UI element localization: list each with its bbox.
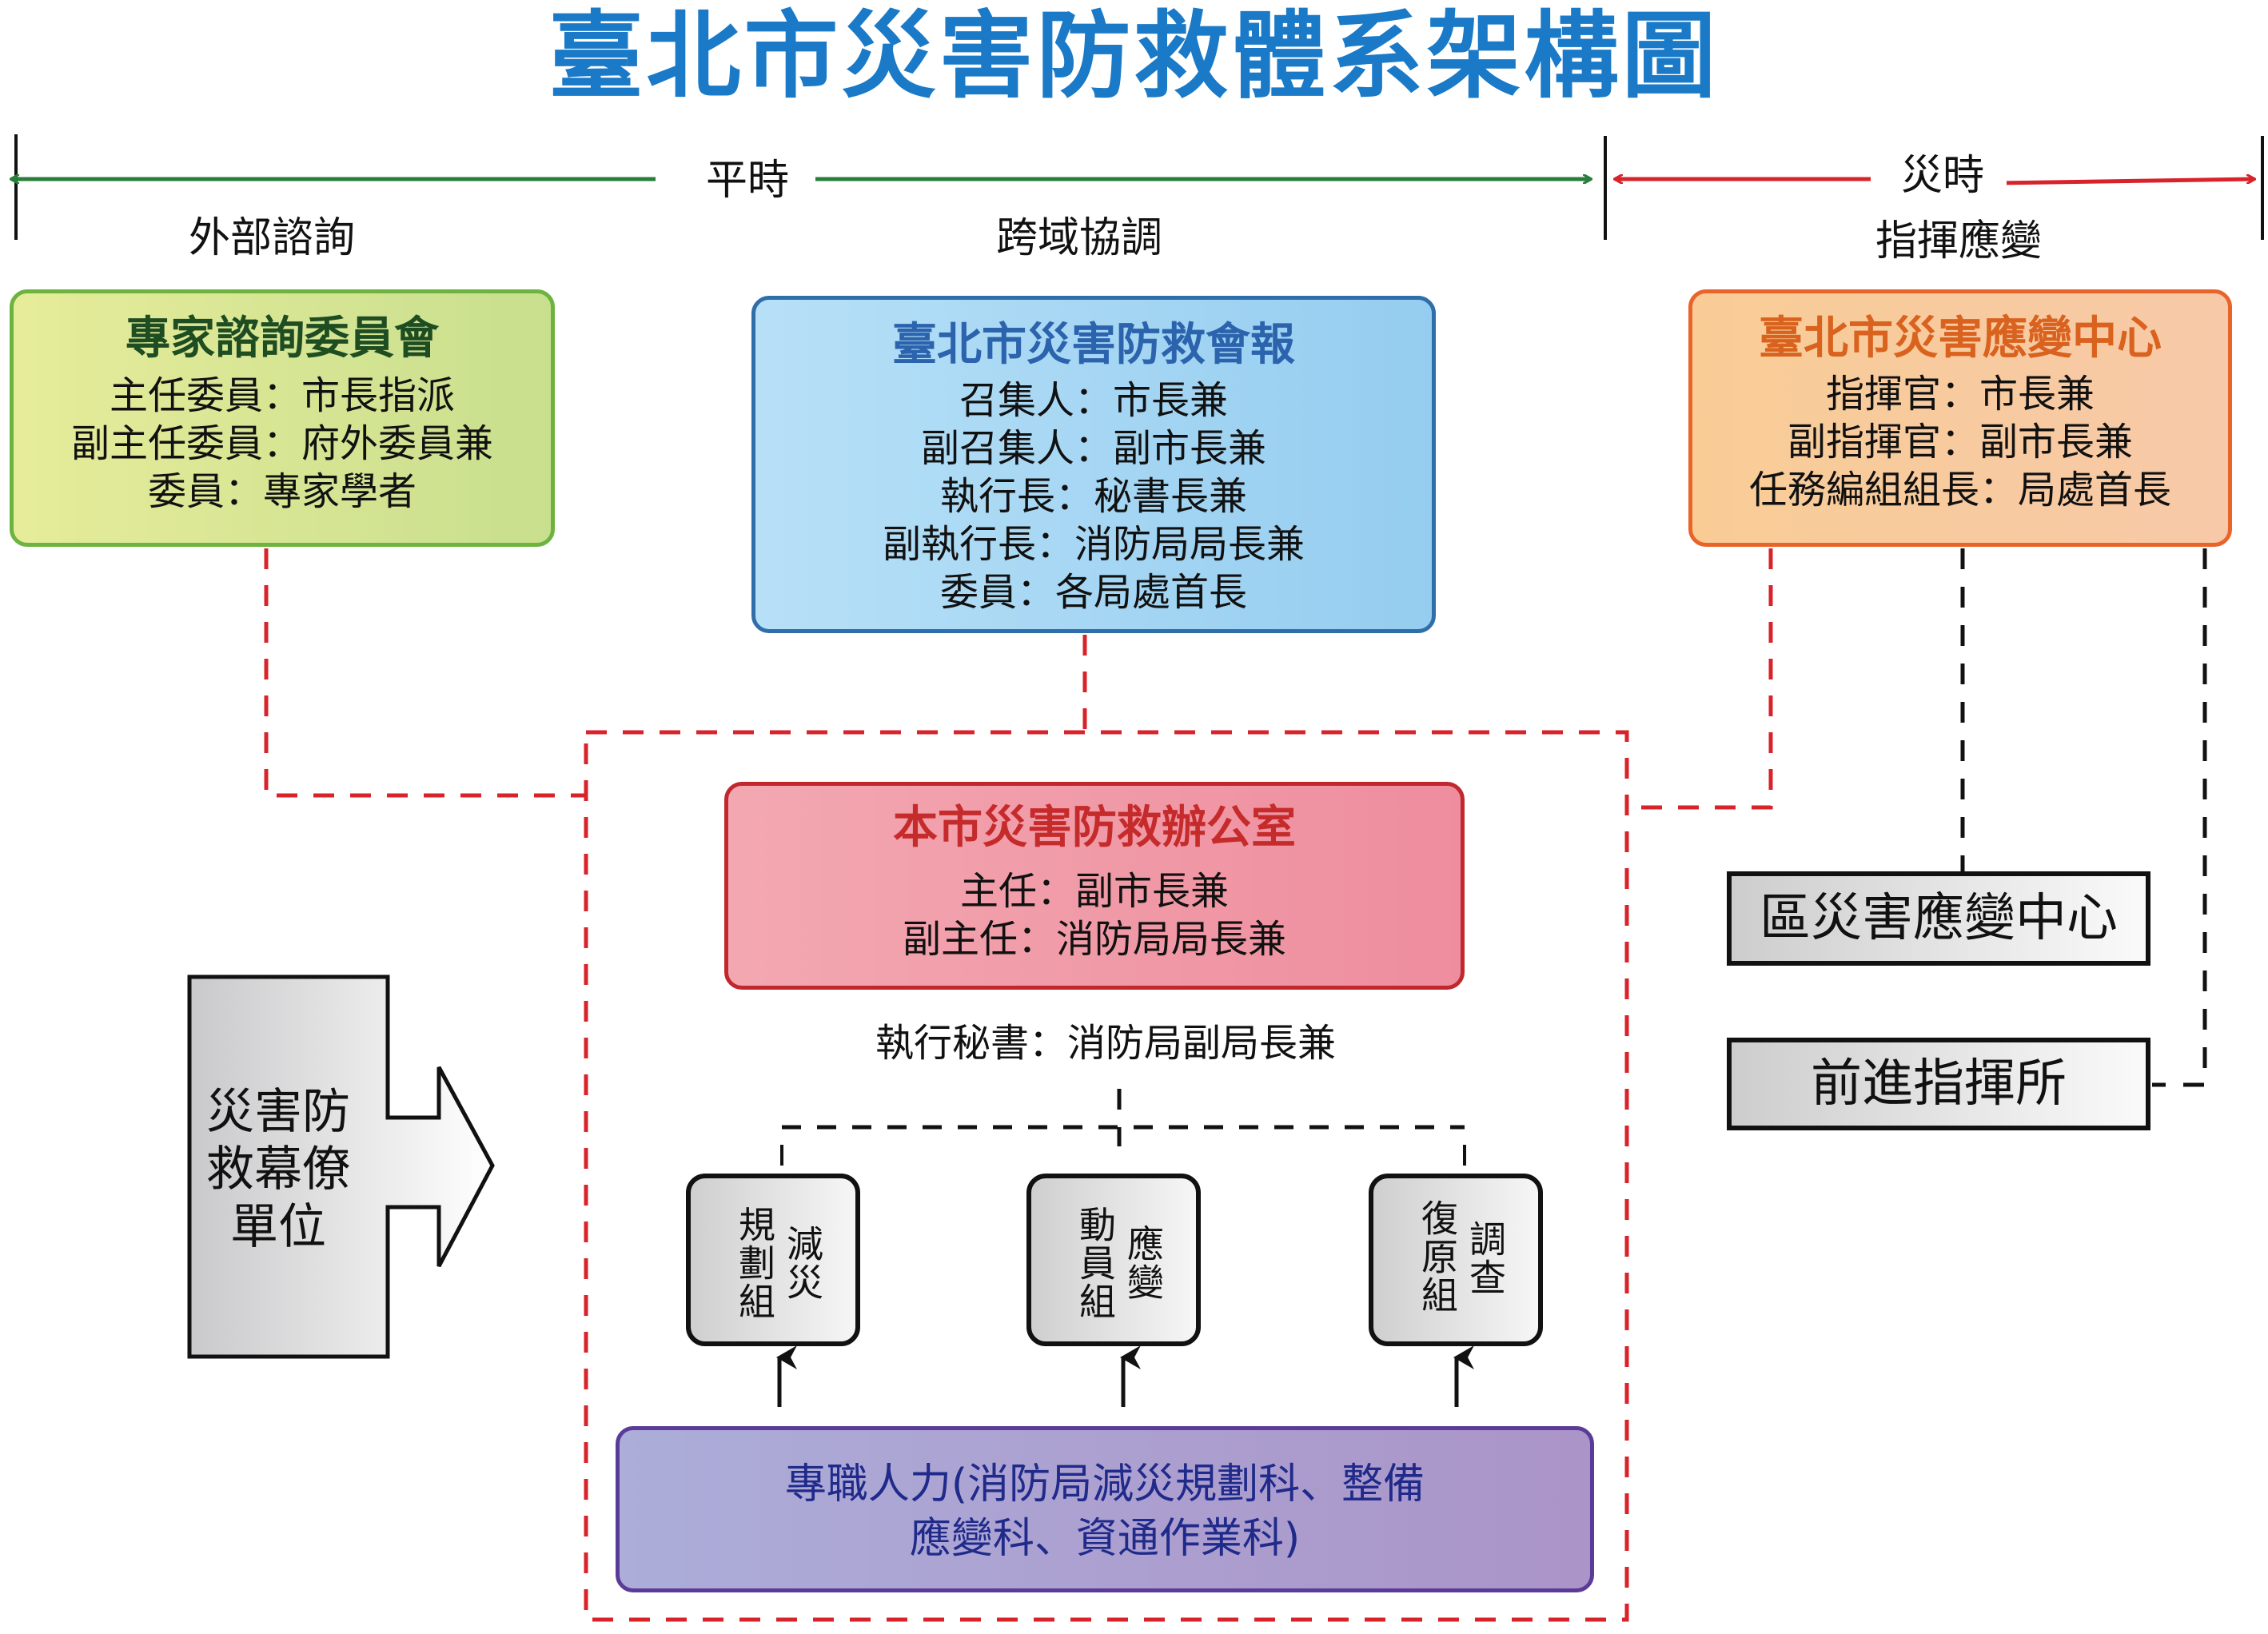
dashed-link-emergency [1627, 548, 1773, 810]
disaster-council-line: 委員：各局處首長 [939, 570, 1247, 615]
group-name: 動員組 [1074, 1206, 1117, 1321]
emergency-center-line: 副指揮官：副市長兼 [1787, 420, 2133, 464]
forward-command-label: 前進指揮所 [1811, 1054, 2067, 1114]
group-name: 規劃組 [733, 1206, 776, 1321]
staff-units-label: 災害防救幕僚單位 [206, 1084, 350, 1255]
office-dashed-frame [584, 730, 1629, 1622]
group-function: 減災 [781, 1225, 824, 1301]
category-command: 指揮應變 [1875, 217, 2042, 265]
expert-committee-line: 副主任委員：府外委員兼 [70, 421, 493, 466]
emergency-center-title: 臺北市災害應變中心 [1759, 313, 2162, 365]
expert-committee-title: 專家諮詢委員會 [126, 313, 439, 365]
disaster-office-box: 本市災害防救辦公室 主任：副市長兼 副主任：消防局局長兼 [724, 782, 1465, 990]
group-box-mobilization: 動員組 應變 [1026, 1174, 1201, 1346]
staff-units-arrow-shape [187, 974, 495, 1359]
group-function: 調查 [1464, 1220, 1507, 1297]
disaster-council-line: 執行長：秘書長兼 [939, 474, 1247, 519]
expert-committee-line: 主任委員：市長指派 [109, 373, 455, 418]
district-center-label: 區災害應變中心 [1760, 889, 2118, 948]
page-title: 臺北市災害防救體系架構圖 [548, 1, 1720, 111]
disaster-arrow-right [1995, 179, 2254, 185]
peacetime-label: 平時 [680, 157, 815, 205]
emergency-center-box: 臺北市災害應變中心 指揮官：市長兼 副指揮官：副市長兼 任務編組組長：局處首長 [1688, 289, 2232, 547]
emergency-center-line: 任務編組組長：局處首長 [1748, 468, 2171, 512]
dedicated-staff-line: 應變科、資通作業科) [909, 1515, 1301, 1563]
disaster-label: 災時 [1879, 152, 2007, 200]
expert-committee-box: 專家諮詢委員會 主任委員：市長指派 副主任委員：府外委員兼 委員：專家學者 [10, 289, 555, 547]
dashed-link-expert [264, 548, 586, 798]
disaster-council-title: 臺北市災害防救會報 [892, 319, 1295, 371]
disaster-council-line: 召集人：市長兼 [959, 378, 1228, 423]
emergency-center-line: 指揮官：市長兼 [1825, 372, 2095, 416]
dashed-link-forward [2152, 548, 2207, 1087]
group-box-planning: 規劃組 減災 [686, 1174, 860, 1346]
disaster-council-box: 臺北市災害防救會報 召集人：市長兼 副召集人：副市長兼 執行長：秘書長兼 副執行… [751, 296, 1436, 633]
disaster-council-line: 副召集人：副市長兼 [920, 426, 1266, 471]
expert-committee-line: 委員：專家學者 [147, 469, 417, 514]
dedicated-staff-box: 專職人力(消防局減災規劃科、整備 應變科、資通作業科) [616, 1426, 1594, 1592]
executive-secretary: 執行秘書：消防局副局長兼 [875, 1021, 1336, 1066]
group-box-recovery: 復原組 調查 [1369, 1174, 1543, 1346]
category-external: 外部諮詢 [188, 214, 355, 262]
disaster-office-line: 主任：副市長兼 [959, 869, 1229, 914]
disaster-office-title: 本市災害防救辦公室 [893, 802, 1296, 854]
district-center-box: 區災害應變中心 [1727, 871, 2150, 966]
group-function: 應變 [1122, 1225, 1165, 1301]
disaster-council-line: 副執行長：消防局局長兼 [882, 522, 1305, 567]
group-name: 復原組 [1416, 1199, 1459, 1314]
disaster-office-line: 副主任：消防局局長兼 [902, 917, 1286, 962]
dedicated-staff-line: 專職人力(消防局減災規劃科、整備 [784, 1461, 1425, 1508]
forward-command-box: 前進指揮所 [1727, 1038, 2150, 1130]
category-cross-domain: 跨域協調 [995, 214, 1162, 262]
